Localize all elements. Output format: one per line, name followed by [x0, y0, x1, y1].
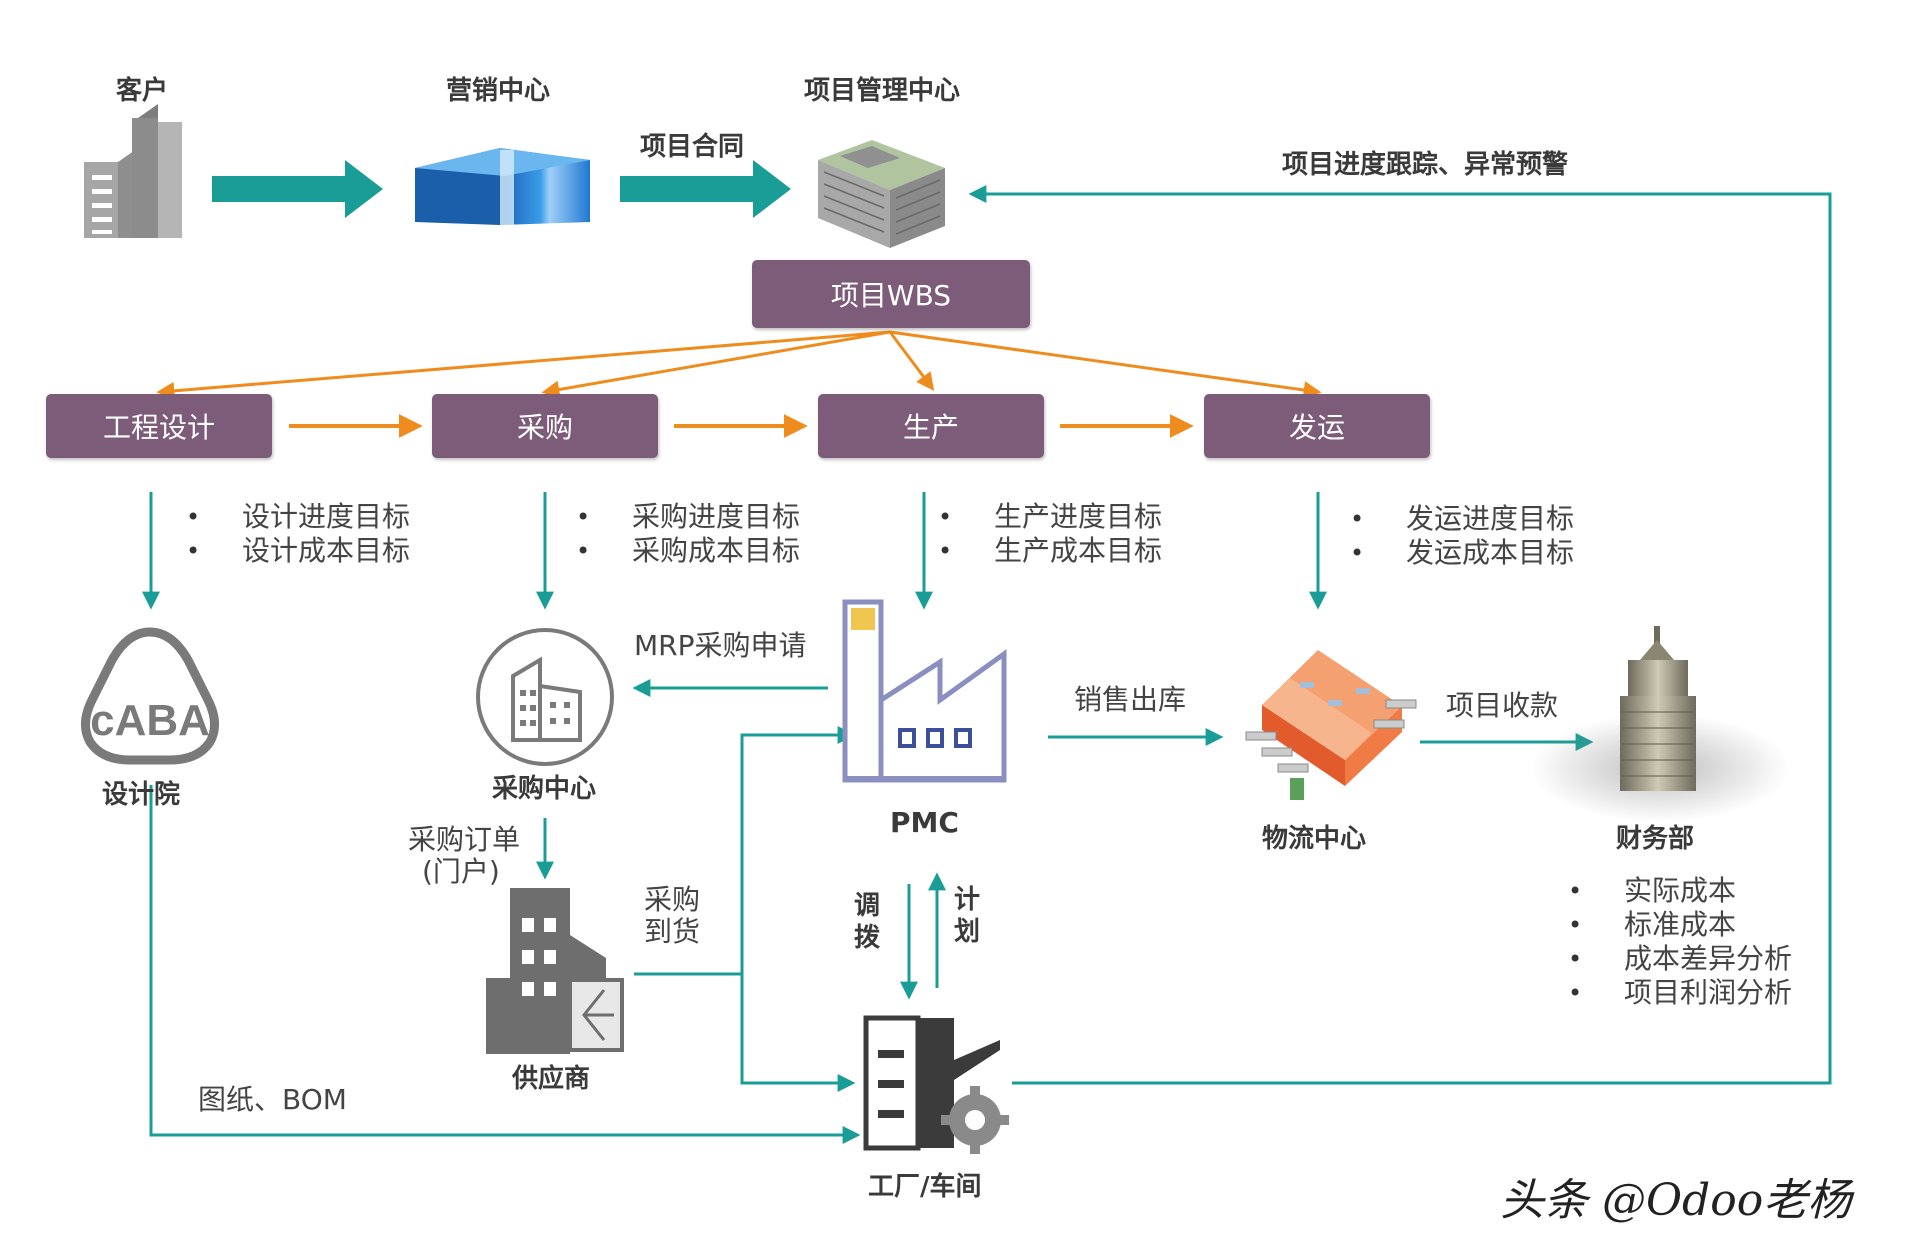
purchase-center-label: 采购中心 [492, 774, 597, 804]
stage-shipping-box: 发运 [1204, 394, 1430, 458]
pmc-label: PMC [890, 806, 959, 839]
stage-purchase-box: 采购 [432, 394, 658, 458]
purchase-targets: 采购进度目标 采购成本目标 [576, 500, 800, 568]
purchase-center-icon [476, 628, 614, 766]
finance-tower-icon [1530, 626, 1790, 822]
drawings-line [149, 785, 861, 1144]
design-institute-label: 设计院 [102, 780, 181, 810]
drawings-label: 图纸、BOM [198, 1083, 347, 1116]
stage-design-box: 工程设计 [46, 394, 272, 458]
stage-production-box: 生产 [818, 394, 1044, 458]
finance-label: 财务部 [1616, 824, 1695, 854]
design-target-item: 设计成本目标 [186, 534, 410, 568]
arrival-line [634, 726, 856, 976]
finance-item: 实际成本 [1568, 874, 1792, 908]
pm-center-label: 项目管理中心 [804, 76, 961, 106]
finance-item: 成本差异分析 [1568, 942, 1792, 976]
po-label-line1: 采购订单 [408, 823, 521, 856]
production-targets: 生产进度目标 生产成本目标 [938, 500, 1162, 568]
arrival-label-line2: 到货 [644, 915, 701, 948]
purchase-target-item: 采购成本目标 [576, 534, 800, 568]
customer-building-icon [84, 104, 182, 238]
production-target-item: 生产进度目标 [938, 500, 1162, 534]
big-arrow-marketing-pm [620, 160, 791, 218]
po-label-line2: (门户) [422, 855, 500, 888]
sales-out-label: 销售出库 [1074, 683, 1187, 716]
wbs-distribution-arrows [156, 330, 1322, 400]
finance-item: 项目利润分析 [1568, 976, 1792, 1010]
wbs-box: 项目WBS [752, 260, 1030, 328]
design-target-item: 设计进度目标 [186, 500, 410, 534]
tracking-feedback-line [968, 185, 1832, 1085]
mrp-label: MRP采购申请 [634, 629, 807, 662]
svg-text:cABA: cABA [90, 696, 210, 745]
dispatch-label: 调拨 [853, 891, 880, 953]
design-targets: 设计进度目标 设计成本目标 [186, 500, 410, 568]
supplier-label: 供应商 [512, 1064, 591, 1094]
factory-label: 工厂/车间 [868, 1172, 982, 1202]
supplier-building-icon [486, 888, 624, 1054]
finance-item: 标准成本 [1568, 908, 1792, 942]
logistics-label: 物流中心 [1262, 824, 1367, 854]
stage-down-arrows [142, 492, 1327, 610]
production-target-item: 生产成本目标 [938, 534, 1162, 568]
design-institute-icon: cABA [81, 627, 219, 765]
marketing-center-icon [415, 148, 590, 225]
arrival-to-factory-line [740, 974, 856, 1092]
pmc-factory-icon [842, 599, 1007, 783]
plan-label: 计划 [953, 885, 980, 947]
big-arrow-customer-marketing [212, 160, 383, 218]
logistics-warehouse-icon [1245, 650, 1417, 800]
tracking-label: 项目进度跟踪、异常预警 [1282, 150, 1569, 180]
watermark: 头条 @Odoo老杨 [1500, 1175, 1852, 1226]
pm-center-building-icon [818, 140, 945, 248]
shipping-target-item: 发运成本目标 [1350, 536, 1574, 570]
marketing-center-label: 营销中心 [446, 76, 551, 106]
finance-items: 实际成本 标准成本 成本差异分析 项目利润分析 [1568, 874, 1792, 1010]
contract-label: 项目合同 [640, 132, 745, 162]
collection-label: 项目收款 [1446, 689, 1559, 722]
shipping-target-item: 发运进度目标 [1350, 502, 1574, 536]
factory-workshop-icon [863, 1015, 1009, 1154]
purchase-target-item: 采购进度目标 [576, 500, 800, 534]
arrival-label-line1: 采购 [644, 883, 701, 916]
customer-label: 客户 [116, 76, 169, 106]
shipping-targets: 发运进度目标 发运成本目标 [1350, 502, 1574, 570]
